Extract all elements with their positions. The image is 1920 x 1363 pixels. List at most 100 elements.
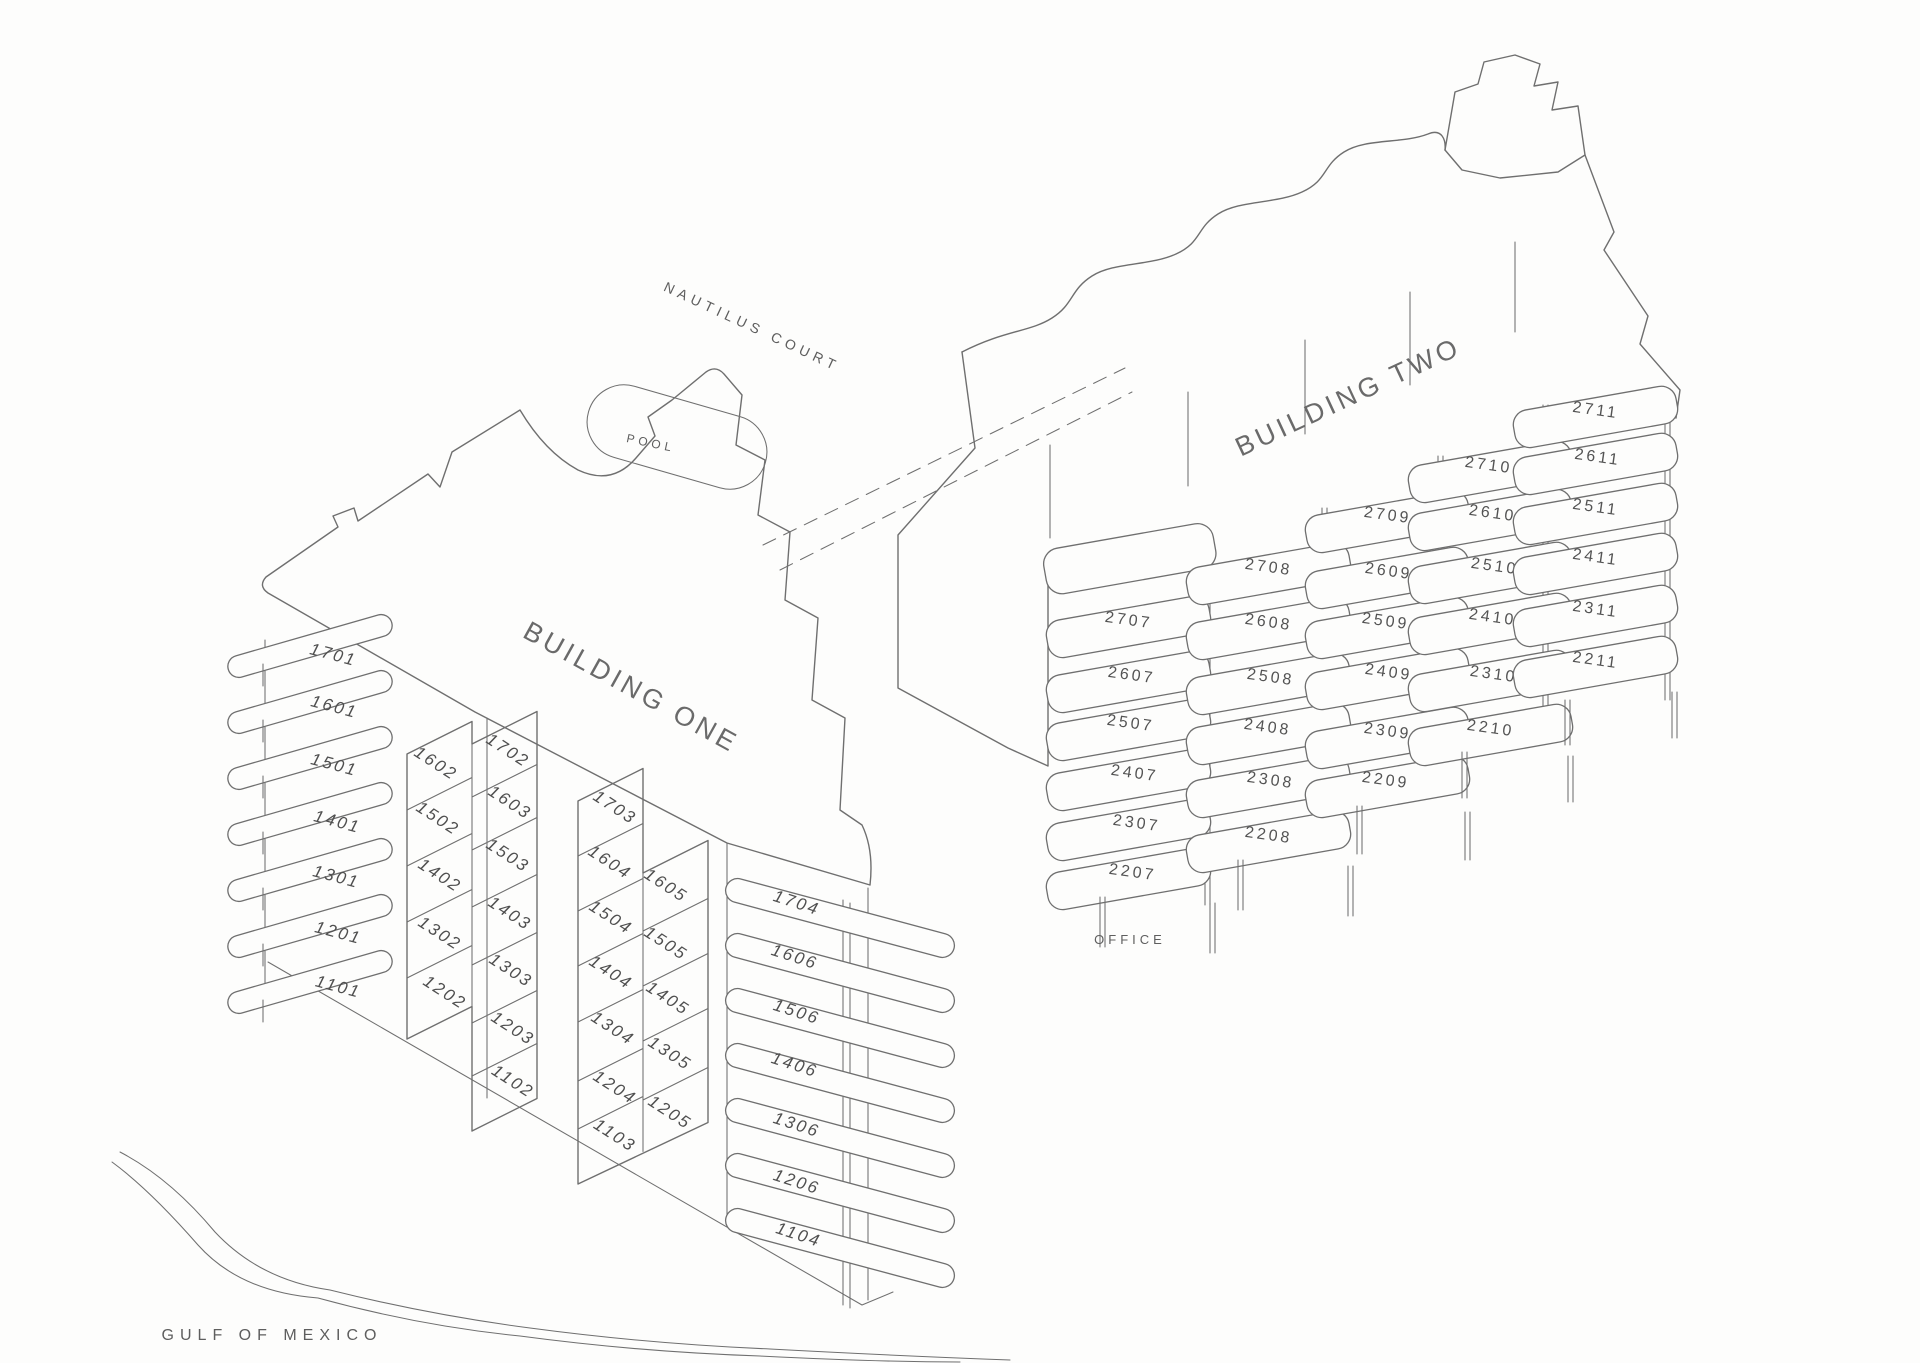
balcony-slab <box>724 1152 956 1234</box>
balcony-slab <box>1512 635 1679 699</box>
pool-label: POOL <box>625 431 676 455</box>
unit-label: 1603 <box>485 781 535 823</box>
building-one-title: BUILDING ONE <box>518 615 744 758</box>
unit-label: 1304 <box>588 1007 638 1049</box>
balcony-slab <box>227 893 393 959</box>
unit-label: 1302 <box>415 912 465 954</box>
unit-label: 2208 <box>1244 824 1293 847</box>
balcony-slab-blank <box>1042 522 1217 595</box>
building-two-left-wall <box>897 351 1049 767</box>
unit-label: 1202 <box>420 971 470 1013</box>
unit-label: 2509 <box>1361 610 1410 633</box>
balcony-slab <box>1512 432 1679 496</box>
building-two-column-2: 2708 2608 2508 2408 2308 2208 <box>1185 542 1352 874</box>
balcony-slab <box>227 725 393 791</box>
window-group-outline <box>406 710 538 1132</box>
building-two-column-5: 2711 2611 2511 2411 2311 2211 <box>1512 385 1679 699</box>
shoreline: GULF OF MEXICO <box>111 1151 1011 1363</box>
unit-label: 2710 <box>1464 454 1513 477</box>
unit-label: 1402 <box>415 854 465 896</box>
building-one-left-balconies: 1701 1601 1501 1401 1301 1201 1101 <box>227 613 393 1023</box>
unit-label: 2308 <box>1246 769 1295 792</box>
unit-label: 2411 <box>1571 546 1619 569</box>
unit-label: 1503 <box>483 834 533 876</box>
unit-label: 1305 <box>645 1032 695 1074</box>
balcony-slab <box>724 1042 956 1124</box>
building-one-window-group-1: 1602 1502 1402 1302 1202 1702 1603 1503 … <box>406 710 538 1132</box>
window-grid-lines <box>577 822 709 1153</box>
unit-label: 2610 <box>1468 502 1517 525</box>
unit-label: 2210 <box>1466 717 1515 740</box>
building-two-title: BUILDING TWO <box>1231 331 1466 462</box>
unit-label: 2708 <box>1244 556 1293 579</box>
balcony-slab <box>227 781 393 847</box>
balcony-slab <box>724 1207 956 1289</box>
balcony-slab <box>1185 755 1352 819</box>
balcony-slab <box>1185 542 1352 606</box>
unit-label: 2507 <box>1106 712 1155 735</box>
unit-label: 2611 <box>1573 446 1621 469</box>
pool: POOL <box>586 384 768 490</box>
balcony-slab <box>1045 650 1212 714</box>
step-riser-lines <box>1049 241 1516 539</box>
building-one-right-balconies: 1704 1606 1506 1406 1306 1206 1104 <box>724 877 956 1309</box>
unit-label: 2511 <box>1571 496 1619 519</box>
balcony-slab <box>227 837 393 903</box>
unit-label: 2709 <box>1363 504 1412 527</box>
office-label: OFFICE <box>1094 932 1166 947</box>
unit-label: 1103 <box>590 1115 639 1156</box>
unit-label: 1602 <box>411 742 461 784</box>
unit-label: 2311 <box>1571 598 1619 621</box>
balcony-slab <box>1512 532 1679 596</box>
water-label: GULF OF MEXICO <box>162 1327 383 1344</box>
unit-label: 1702 <box>483 729 533 771</box>
unit-label: 2508 <box>1246 666 1295 689</box>
unit-label: 1204 <box>590 1066 640 1108</box>
building-two: 2707 2607 2507 2407 2307 2207 2708 2608 … <box>897 54 1681 954</box>
unit-label: 1404 <box>586 951 636 993</box>
balcony-slab <box>1512 385 1679 449</box>
unit-label: 2309 <box>1363 720 1412 743</box>
unit-label: 2510 <box>1470 555 1519 578</box>
balcony-slab <box>227 669 393 735</box>
support-posts <box>1099 691 1678 954</box>
balcony-slab <box>1304 755 1471 819</box>
balcony-slab <box>1185 702 1352 766</box>
unit-label: 1703 <box>590 786 640 828</box>
building-two-column-3: 2709 2609 2509 2409 2309 2209 <box>1304 490 1471 819</box>
unit-label: 1203 <box>488 1007 538 1049</box>
balcony-slab <box>227 949 393 1015</box>
building-two-column-1: 2707 2607 2507 2407 2307 2207 <box>1042 522 1217 911</box>
unit-label: 1604 <box>585 841 635 883</box>
unit-label: 2211 <box>1571 649 1619 672</box>
unit-label: 2609 <box>1364 560 1413 583</box>
balcony-slab <box>724 877 956 959</box>
balcony-slab <box>1407 703 1574 767</box>
street-label: NAUTILUS COURT <box>661 279 842 375</box>
balcony-slab <box>1304 647 1471 711</box>
unit-label: 2310 <box>1469 663 1518 686</box>
balcony-slab <box>724 932 956 1014</box>
balcony-slab <box>724 1097 956 1179</box>
window-group-outline <box>577 767 709 1185</box>
unit-label: 1505 <box>641 922 691 964</box>
unit-label: 2409 <box>1364 661 1413 684</box>
building-two-roofline <box>961 131 1446 353</box>
unit-label: 1405 <box>643 977 693 1019</box>
unit-label: 1102 <box>488 1061 537 1102</box>
unit-label: 1502 <box>413 797 463 839</box>
balcony-slab <box>1045 748 1212 812</box>
unit-label: 2407 <box>1110 762 1159 785</box>
unit-label: 2711 <box>1571 399 1619 422</box>
window-grid-lines <box>406 743 538 1077</box>
building-two-tower <box>1444 54 1586 179</box>
building-one: 1701 1601 1501 1401 1301 1201 1101 1602 … <box>227 368 956 1309</box>
shoreline-lower <box>111 1161 961 1363</box>
unit-label: 2207 <box>1108 861 1157 884</box>
balcony-slab <box>1045 698 1212 762</box>
unit-label: 2410 <box>1468 606 1517 629</box>
unit-label: 1403 <box>485 892 535 934</box>
shoreline-upper <box>119 1151 1011 1361</box>
balcony-slab <box>1512 584 1679 648</box>
building-one-base <box>267 961 894 1306</box>
